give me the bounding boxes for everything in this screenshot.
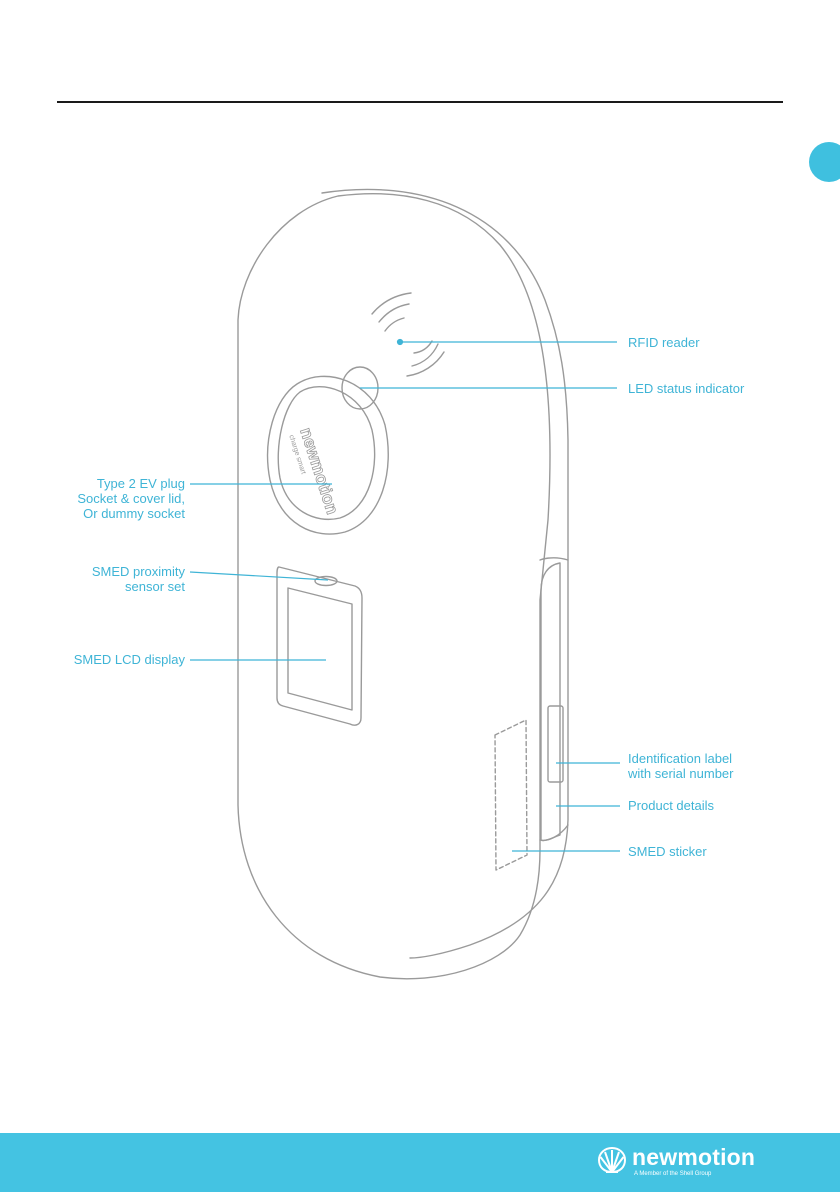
label-led-status: LED status indicator	[628, 381, 744, 396]
shell-icon	[596, 1145, 628, 1175]
brand-name: newmotion	[632, 1144, 755, 1171]
device-front-outline	[238, 194, 550, 979]
label-identification: Identification label with serial number	[628, 751, 734, 781]
identification-label-shape	[548, 706, 563, 782]
label-product-details: Product details	[628, 798, 714, 813]
side-slot	[541, 563, 560, 841]
label-smed-sticker: SMED sticker	[628, 844, 707, 859]
proximity-callout-line	[190, 572, 328, 580]
rfid-waves-icon	[372, 293, 444, 376]
brand-tagline: A Member of the Shell Group	[634, 1171, 711, 1177]
label-smed-proximity: SMED proximity sensor set	[92, 564, 185, 594]
label-smed-lcd: SMED LCD display	[74, 652, 185, 667]
smed-sticker-shape	[495, 720, 527, 870]
lcd-screen-shape	[288, 588, 352, 710]
label-type2-socket: Type 2 EV plug Socket & cover lid, Or du…	[77, 476, 185, 521]
label-rfid-reader: RFID reader	[628, 335, 700, 350]
